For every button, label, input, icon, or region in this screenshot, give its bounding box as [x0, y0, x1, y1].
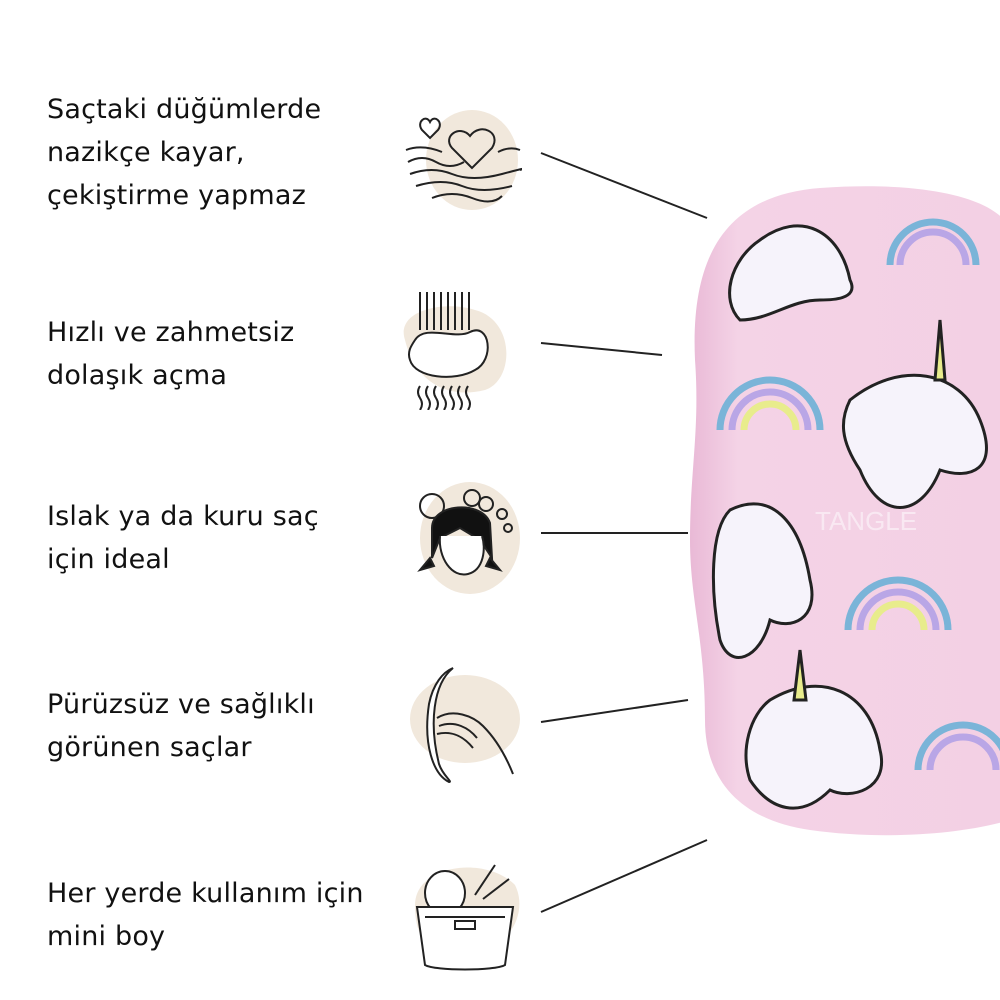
feature-wet-dry: Islak ya da kuru saç için ideal	[47, 495, 319, 581]
girl-wet-dry-hair-icon	[402, 478, 522, 598]
connector-lines	[540, 152, 708, 913]
feature-gentle-glide: Saçtaki düğümlerde nazikçe kayar, çekişt…	[47, 88, 321, 217]
feature-line: mini boy	[47, 921, 166, 952]
feature-line: Hızlı ve zahmetsiz	[47, 317, 295, 348]
feature-line: çekiştirme yapmaz	[47, 180, 306, 211]
feature-line: Her yerde kullanım için	[47, 878, 364, 909]
detangling-brush	[690, 186, 1000, 836]
feature-line: Pürüzsüz ve sağlıklı	[47, 689, 315, 720]
feature-line: için ideal	[47, 544, 170, 575]
feature-smooth-hair: Pürüzsüz ve sağlıklı görünen saçlar	[47, 683, 315, 769]
feature-fast-detangle: Hızlı ve zahmetsiz dolaşık açma	[47, 311, 294, 397]
rainbow-pattern	[716, 218, 1000, 771]
detangle-brush-icon	[395, 290, 515, 410]
feature-mini-size: Her yerde kullanım için mini boy	[47, 872, 364, 958]
smooth-hair-hand-icon	[403, 664, 523, 784]
feature-line: Saçtaki düğümlerde	[47, 94, 322, 125]
svg-text:TANGLE: TANGLE	[815, 506, 917, 536]
feature-line: dolaşık açma	[47, 360, 228, 391]
feature-line: Islak ya da kuru saç	[47, 501, 319, 532]
unicorn-pattern	[711, 224, 988, 810]
feature-line: görünen saçlar	[47, 732, 252, 763]
heart-waves-icon	[402, 100, 522, 220]
feature-line: nazikçe kayar,	[47, 137, 245, 168]
travel-bag-icon	[405, 855, 525, 975]
